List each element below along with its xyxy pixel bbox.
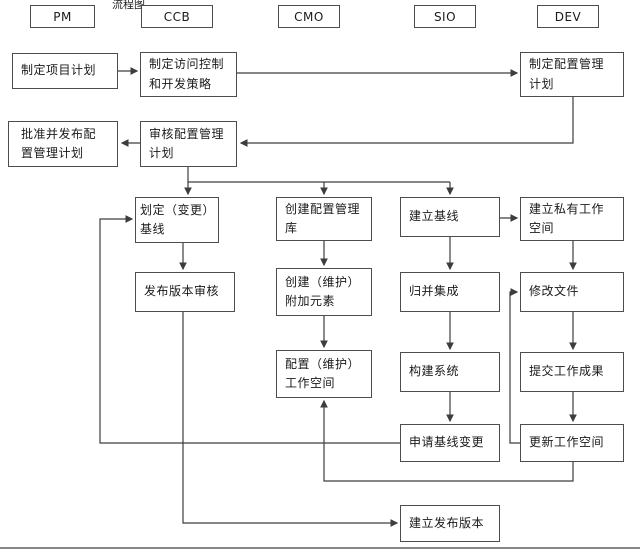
node-create-cm-library: 创建配置管理库 — [276, 197, 372, 241]
flow-arrow — [182, 312, 399, 527]
lane-header-cmo: CMO — [278, 5, 340, 28]
node-define-change-baseline: 划定（变更）基线 — [135, 197, 219, 243]
node-make-cm-plan: 制定配置管理计划 — [520, 52, 624, 97]
node-establish-baseline: 建立基线 — [400, 197, 500, 237]
node-approve-publish-cm-plan: 批准并发布配置管理计划 — [8, 121, 118, 167]
node-make-access-dev-policy: 制定访问控制和开发策略 — [140, 52, 237, 97]
node-submit-work-product: 提交工作成果 — [520, 352, 624, 392]
flow-arrow — [239, 97, 574, 147]
flow-line — [187, 167, 450, 183]
node-review-cm-plan: 审核配置管理计划 — [140, 121, 237, 167]
node-request-baseline-change: 申请基线变更 — [400, 424, 500, 462]
node-merge-integrate: 归并集成 — [400, 272, 500, 312]
lane-header-ccb: CCB — [141, 5, 213, 28]
node-make-project-plan: 制定项目计划 — [12, 53, 118, 89]
node-release-version-review: 发布版本审核 — [135, 272, 235, 312]
flow-arrow — [509, 288, 520, 444]
flow-arrow — [99, 215, 400, 444]
lane-header-dev: DEV — [537, 5, 599, 28]
node-create-maintain-extras: 创建（维护）附加元素 — [276, 268, 372, 316]
node-build-system: 构建系统 — [400, 352, 500, 392]
node-create-release-version: 建立发布版本 — [400, 505, 500, 542]
diagram-title: 流程图 — [112, 0, 145, 11]
node-config-maintain-workspace: 配置（维护）工作空间 — [276, 350, 372, 398]
node-update-workspace: 更新工作空间 — [520, 424, 624, 462]
node-create-private-workspace: 建立私有工作空间 — [520, 197, 624, 241]
lane-header-sio: SIO — [414, 5, 476, 28]
node-modify-files: 修改文件 — [520, 272, 624, 312]
lane-header-pm: PM — [30, 5, 95, 28]
